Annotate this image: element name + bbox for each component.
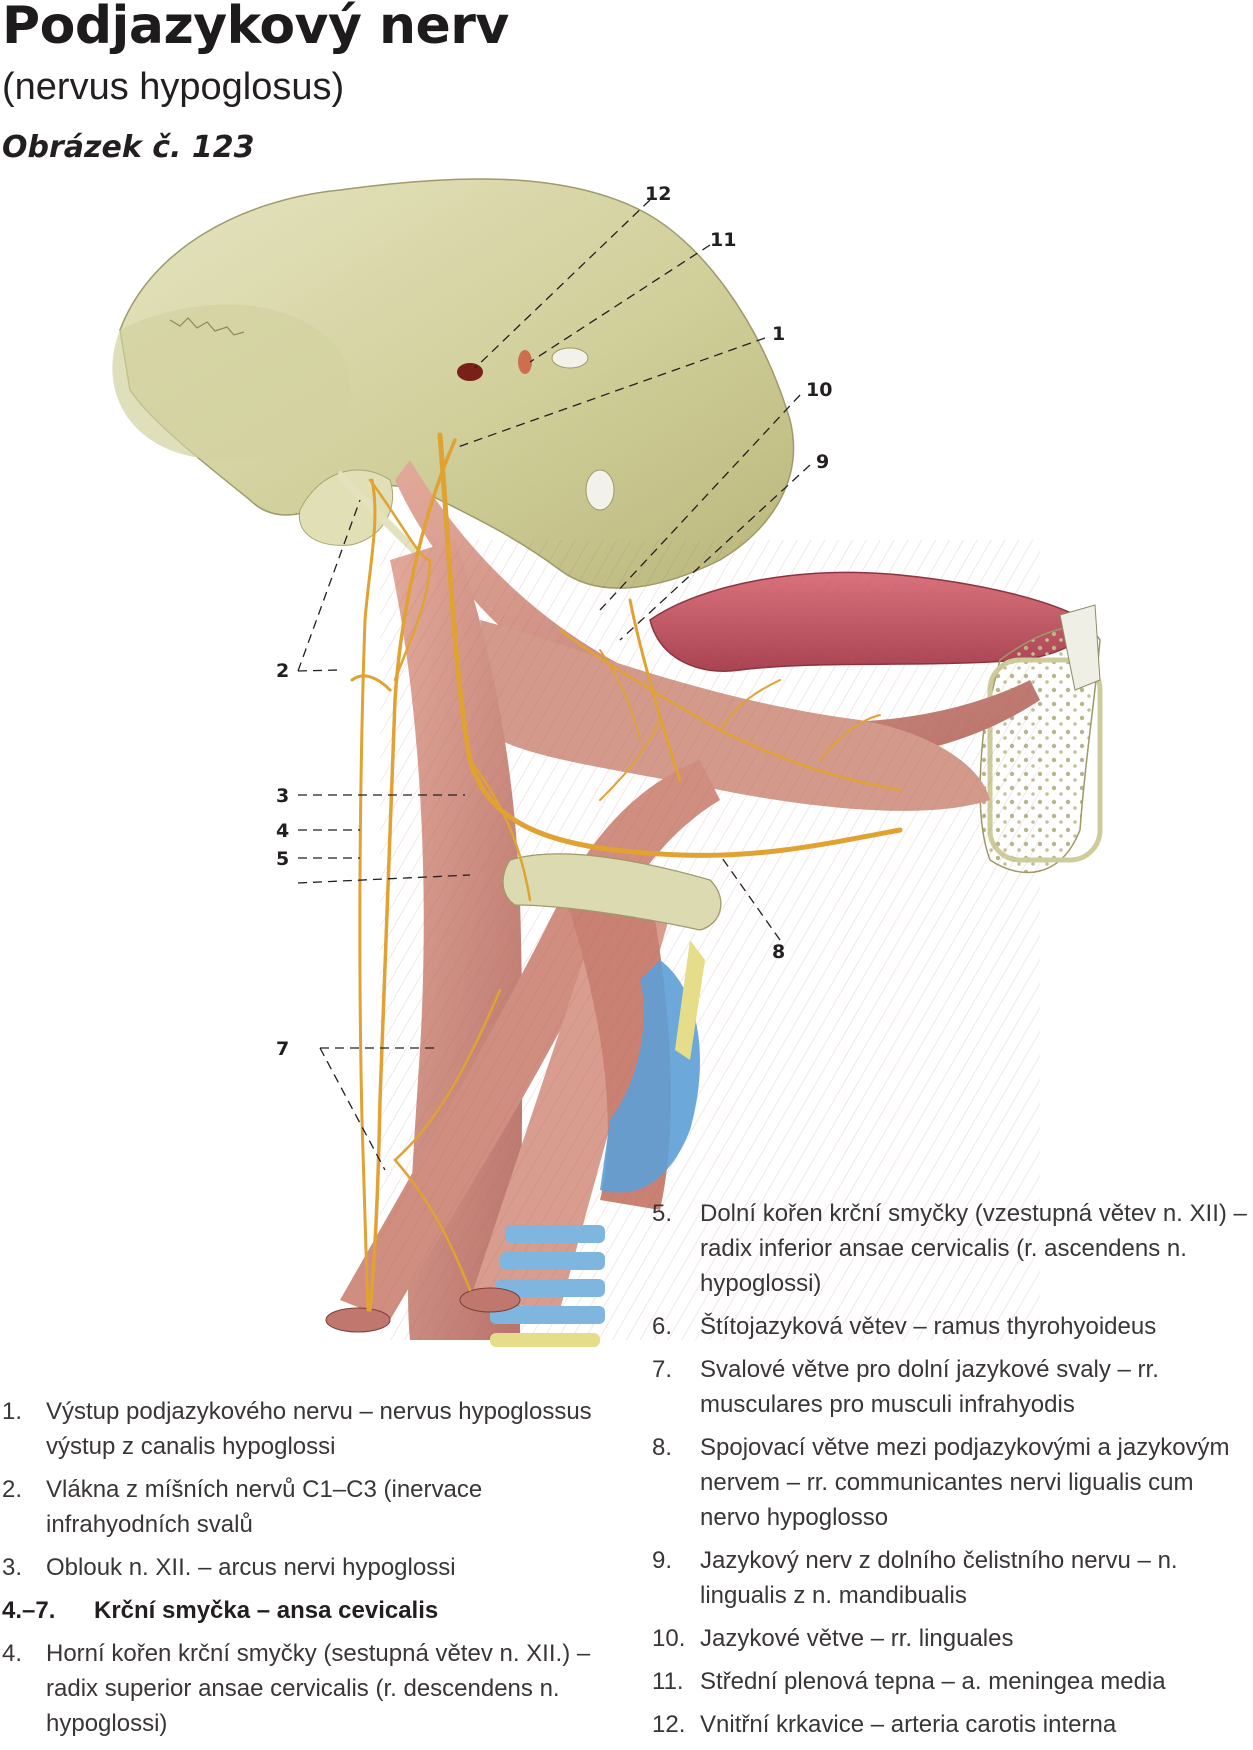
legend-item-4: 4.Horní kořen krční smyčky (sestupná vět… bbox=[2, 1640, 591, 1737]
muscle-fibers-overlay bbox=[380, 540, 1040, 1340]
legend-item-12: 12.Vnitřní krkavice – arteria carotis in… bbox=[652, 1711, 1117, 1738]
legend-item-6: 6.Štítojazyková větev – ramus thyrohyoid… bbox=[652, 1313, 1157, 1340]
carotid-canal bbox=[457, 363, 483, 381]
hyoid-bone bbox=[502, 853, 722, 931]
callout-5: 5 bbox=[276, 848, 289, 870]
callout-1: 1 bbox=[772, 323, 785, 345]
jugular-foramen bbox=[585, 469, 615, 511]
foramen-ovale bbox=[551, 347, 589, 369]
trachea-rings bbox=[490, 1225, 605, 1347]
callout-11: 11 bbox=[710, 229, 736, 251]
occipital-bone bbox=[112, 304, 351, 460]
callout-9: 9 bbox=[816, 451, 829, 473]
legend-left: 1.Výstup podjazykového nervu – nervus hy… bbox=[2, 1394, 612, 1749]
cartilage-highlight bbox=[675, 940, 705, 1060]
incisor-tooth bbox=[1059, 604, 1101, 691]
callout-8: 8 bbox=[772, 941, 785, 963]
legend-group-ansa-cervicalis: 4.–7.Krční smyčka – ansa cevicalis bbox=[2, 1597, 439, 1624]
legend-item-3: 3.Oblouk n. XII. – arcus nervi hypogloss… bbox=[2, 1554, 456, 1581]
legend-item-1: 1.Výstup podjazykového nervu – nervus hy… bbox=[2, 1398, 592, 1460]
legend-right: 5.Dolní kořen krční smyčky (vzestupná vě… bbox=[652, 1196, 1253, 1750]
thyroid-cartilage bbox=[600, 960, 700, 1193]
callout-4: 4 bbox=[276, 820, 289, 842]
legend-item-2: 2.Vlákna z míšních nervů C1–C3 (inervace… bbox=[2, 1476, 483, 1538]
callout-10: 10 bbox=[806, 379, 832, 401]
legend-item-8: 8.Spojovací větve mezi podjazykovými a j… bbox=[652, 1434, 1230, 1531]
legend-item-10: 10.Jazykové větve – rr. linguales bbox=[652, 1625, 1014, 1652]
hypoglossal-nerve-branches bbox=[350, 432, 903, 1312]
page-subtitle: (nervus hypoglosus) bbox=[2, 66, 345, 108]
callout-3: 3 bbox=[276, 785, 289, 807]
skull-suture bbox=[169, 317, 245, 336]
callout-leader-lines bbox=[297, 199, 811, 1171]
legend-item-11: 11.Střední plenová tepna – a. meningea m… bbox=[652, 1668, 1166, 1695]
legend-item-5: 5.Dolní kořen krční smyčky (vzestupná vě… bbox=[652, 1200, 1247, 1297]
callout-2: 2 bbox=[276, 660, 289, 682]
callout-12: 12 bbox=[645, 183, 671, 205]
muscle-cut-end-left bbox=[325, 1307, 391, 1333]
muscle-cut-end-right bbox=[459, 1287, 521, 1313]
mastoid-process bbox=[298, 469, 394, 546]
figure-label: Obrázek č. 123 bbox=[2, 130, 255, 165]
callout-7: 7 bbox=[276, 1038, 289, 1060]
foramen-spinosum bbox=[518, 350, 532, 374]
page-title: Podjazykový nerv bbox=[2, 0, 509, 56]
legend-item-7: 7.Svalové větve pro dolní jazykové svaly… bbox=[652, 1356, 1159, 1418]
legend-item-9: 9.Jazykový nerv z dolního čelistního ner… bbox=[652, 1547, 1178, 1609]
